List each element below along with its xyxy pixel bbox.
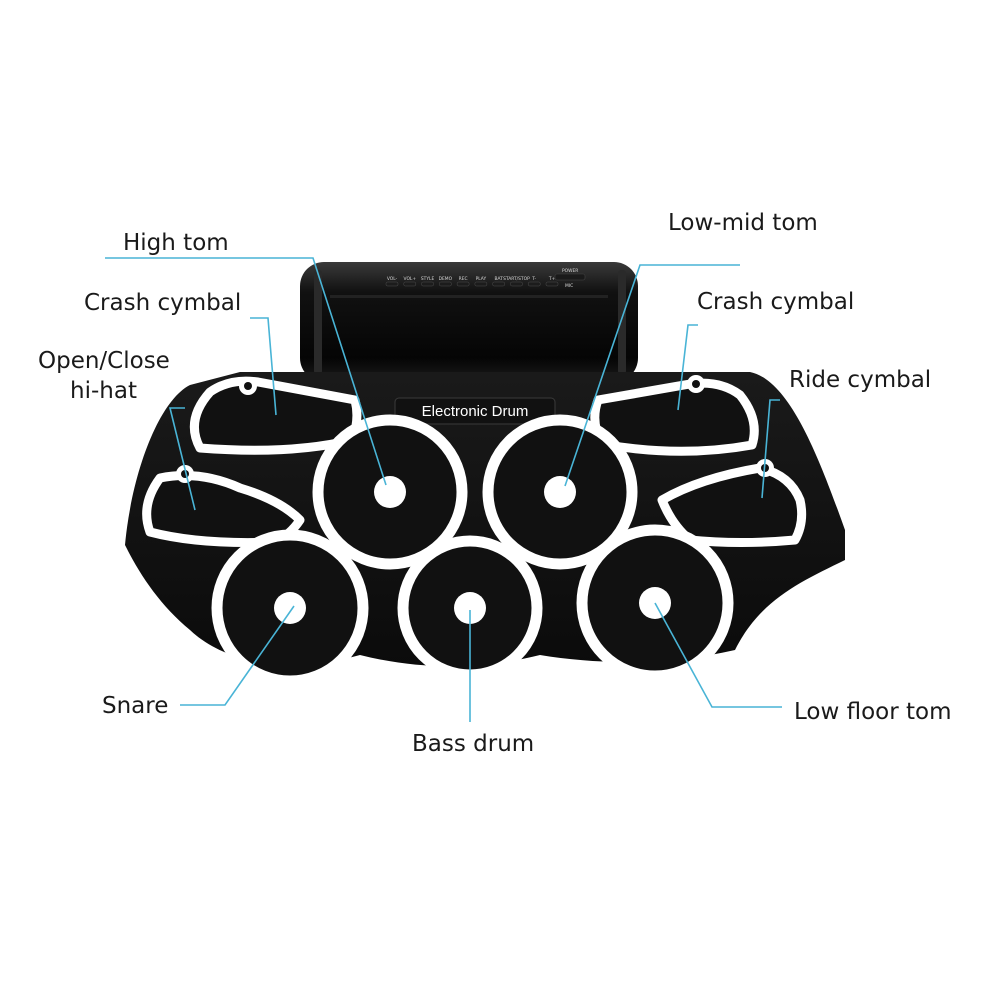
- label-ride-cymbal: Ride cymbal: [789, 367, 931, 393]
- control-button-label: T+: [548, 276, 556, 282]
- crash-left-mount-inner: [244, 382, 252, 390]
- leader-ride: [761, 399, 780, 499]
- leader-crash-left: [250, 317, 277, 416]
- leader-low-mid-tom: [564, 264, 740, 487]
- crash-cymbal-right-pad[interactable]: [590, 378, 759, 456]
- label-low-floor-tom: Low floor tom: [794, 699, 952, 725]
- control-button-label: VOL-: [387, 276, 398, 282]
- crash-right-mount-inner: [692, 380, 700, 388]
- control-button[interactable]: [403, 281, 417, 287]
- control-button[interactable]: [545, 281, 559, 287]
- brand-plate: Electronic Drum: [394, 397, 556, 425]
- control-button[interactable]: [439, 281, 452, 287]
- high-tom-pad[interactable]: [312, 414, 468, 570]
- control-button[interactable]: [510, 281, 523, 287]
- control-button[interactable]: [492, 281, 505, 287]
- control-button-label: BAT: [494, 276, 503, 282]
- control-button[interactable]: [527, 281, 541, 287]
- low-mid-tom-pad[interactable]: [482, 414, 638, 570]
- control-button[interactable]: [385, 281, 399, 287]
- control-button-label: STYLE: [421, 276, 435, 282]
- label-hihat-line1: Open/Close: [38, 348, 170, 374]
- snare-pad[interactable]: [211, 529, 369, 687]
- label-crash-cymbal-right: Crash cymbal: [697, 289, 854, 315]
- mic-label: MIC: [565, 283, 573, 289]
- control-button-label: PLAY: [476, 276, 487, 282]
- label-bass-drum: Bass drum: [412, 731, 534, 757]
- control-button-label: REC: [459, 276, 468, 282]
- label-high-tom: High tom: [123, 230, 229, 256]
- label-low-mid-tom: Low-mid tom: [668, 210, 818, 236]
- leader-crash-right: [677, 324, 698, 411]
- crash-cymbal-left-pad[interactable]: [189, 376, 362, 455]
- power-button[interactable]: [554, 273, 586, 281]
- leader-snare: [180, 605, 295, 706]
- control-button-label: DEMO: [439, 276, 453, 282]
- label-hihat-line2: hi-hat: [70, 378, 137, 404]
- leader-hihat: [168, 407, 196, 511]
- label-crash-cymbal-left: Crash cymbal: [84, 290, 241, 316]
- control-button[interactable]: [474, 281, 488, 287]
- control-button-label: VOL+: [404, 276, 417, 282]
- leader-lines: [105, 257, 782, 722]
- brand-text: Electronic Drum: [422, 403, 529, 420]
- power-label: POWER: [562, 268, 578, 274]
- control-button-label: START/STOP: [503, 276, 530, 282]
- leader-high-tom: [105, 257, 387, 486]
- control-button-label: T-: [531, 276, 536, 282]
- control-button[interactable]: [421, 281, 434, 287]
- label-snare: Snare: [102, 693, 168, 719]
- control-button[interactable]: [456, 281, 470, 287]
- leader-low-floor-tom: [654, 602, 782, 708]
